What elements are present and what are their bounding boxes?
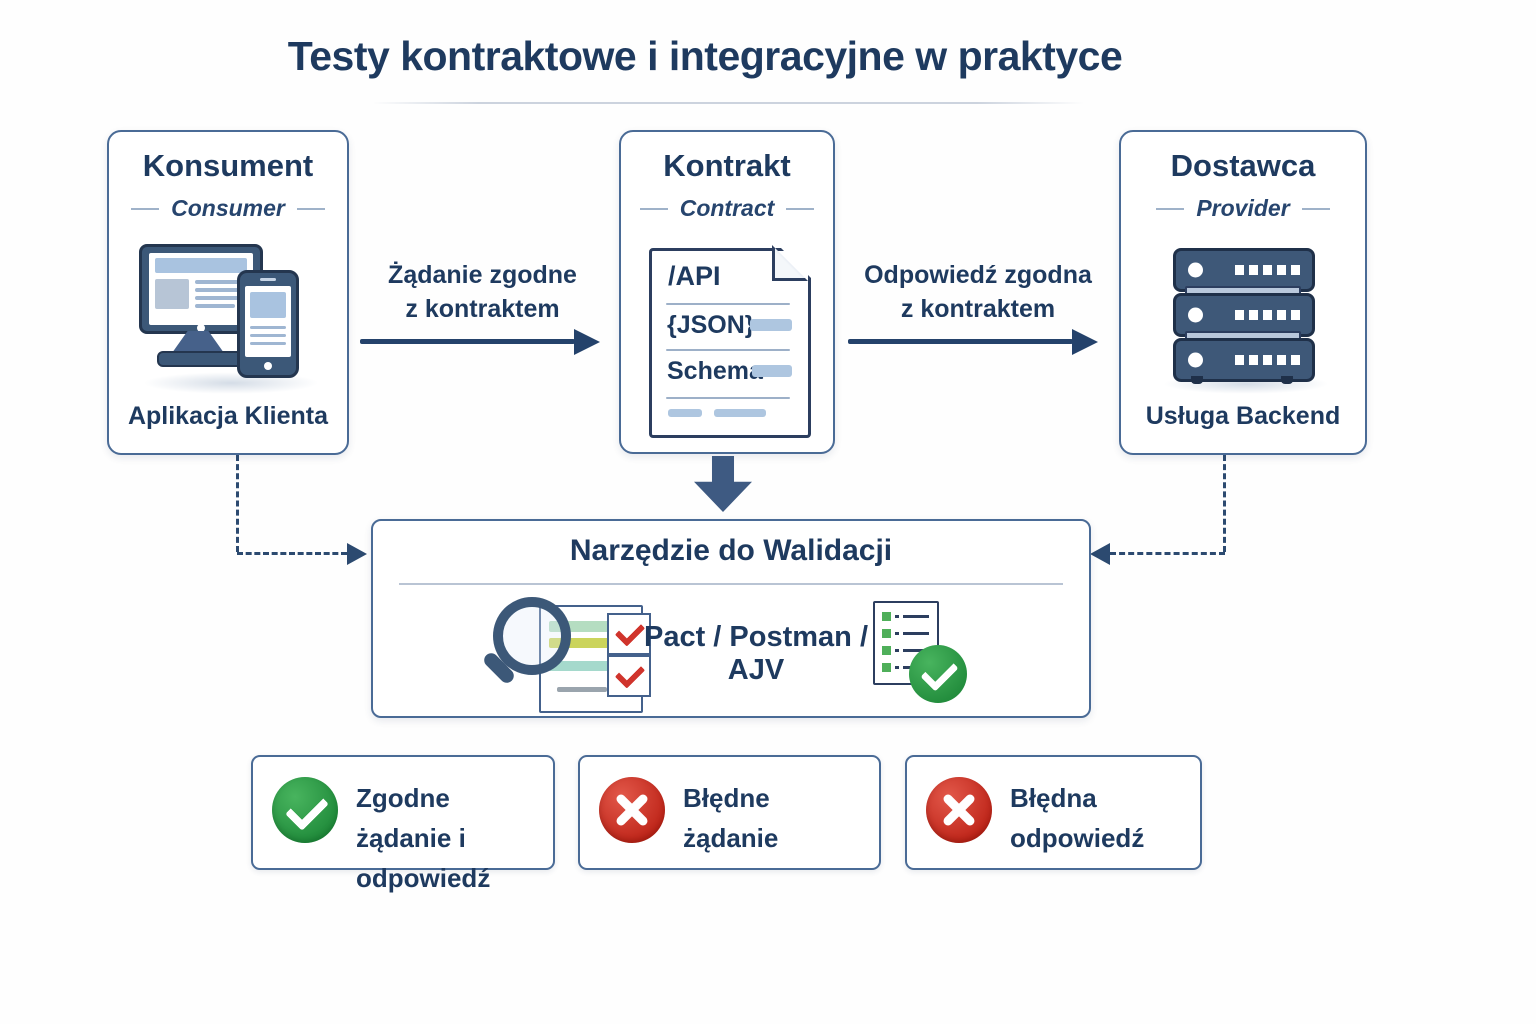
validation-tools-label: Pact / Postman / AJV [643,621,868,686]
validation-title: Narzędzie do Walidacji [569,534,893,567]
consumer-caption: Aplikacja Klienta [127,402,329,430]
status-card-bad-response: Błędna odpowiedź [905,755,1202,870]
request-arrow-line [360,339,575,344]
status-bad-response-label: Błędna odpowiedź [1010,783,1145,853]
contract-subtitle: Contract [679,195,775,221]
doc-json-label: {JSON} [667,311,755,339]
status-success-label: Zgodne żądanie i odpowiedź [356,783,491,893]
down-arrow-icon [694,456,752,512]
response-arrow-line [848,339,1073,344]
provider-subtitle-row: Provider [1121,195,1365,222]
dash-decoration [639,207,668,210]
doc-api-label: /API [668,261,721,291]
consumer-title: Konsument [142,148,314,183]
error-x-icon [926,777,992,843]
consumer-node: Konsument Consumer [107,130,349,455]
request-arrow-head [574,329,600,355]
dash-decoration [1301,207,1330,210]
dash-decoration [296,207,325,210]
monitor-stand [172,331,224,353]
monitor-base [157,351,243,367]
consumer-dashed-horizontal [237,552,347,555]
phone-icon [237,270,299,378]
magnifier-validation-icon [481,597,661,715]
provider-dashed-vertical [1223,455,1226,552]
dash-decoration [1156,207,1185,210]
doc-schema-label: Schema [667,357,763,385]
title-divider [372,102,1084,104]
contract-subtitle-row: Contract [621,195,833,222]
magnifier-lens [493,597,571,675]
dash-decoration [131,207,160,210]
status-card-bad-request: Błędne żądanie [578,755,881,870]
contract-title: Kontrakt [663,148,791,183]
monitor-screen [149,253,253,325]
green-check-badge [909,645,967,703]
check-item-1 [607,613,651,655]
validation-divider [399,583,1063,585]
consumer-subtitle-row: Consumer [109,195,347,222]
response-arrow-head [1072,329,1098,355]
status-bad-request-label: Błędne żądanie [683,783,779,853]
request-arrow-label: Żądanie zgodne z kontraktem [388,261,577,323]
response-arrow-label: Odpowiedź zgodna z kontraktem [864,261,1092,323]
status-card-success: Zgodne żądanie i odpowiedź [251,755,555,893]
provider-caption: Usługa Backend [1145,402,1341,430]
check-item-2 [607,655,651,697]
dash-decoration [786,207,815,210]
provider-dashed-arrowhead [1090,543,1110,565]
consumer-dashed-arrowhead [347,543,367,565]
checklist-validation-icon [873,601,983,713]
page-title: Testy kontraktowe i integracyjne w prakt… [287,33,1123,79]
provider-node: Dostawca Provider Usługa Backend [1119,130,1367,455]
provider-dashed-horizontal [1110,552,1225,555]
consumer-dashed-vertical [236,455,239,552]
validation-node: Narzędzie do Walidacji Pact / Postman / … [371,519,1091,718]
provider-subtitle: Provider [1196,195,1290,221]
contract-node: Kontrakt Contract /API {JSON} Schema [619,130,835,454]
consumer-subtitle: Consumer [171,195,285,221]
provider-title: Dostawca [1170,148,1316,183]
error-x-icon [599,777,665,843]
success-check-icon [272,777,338,843]
